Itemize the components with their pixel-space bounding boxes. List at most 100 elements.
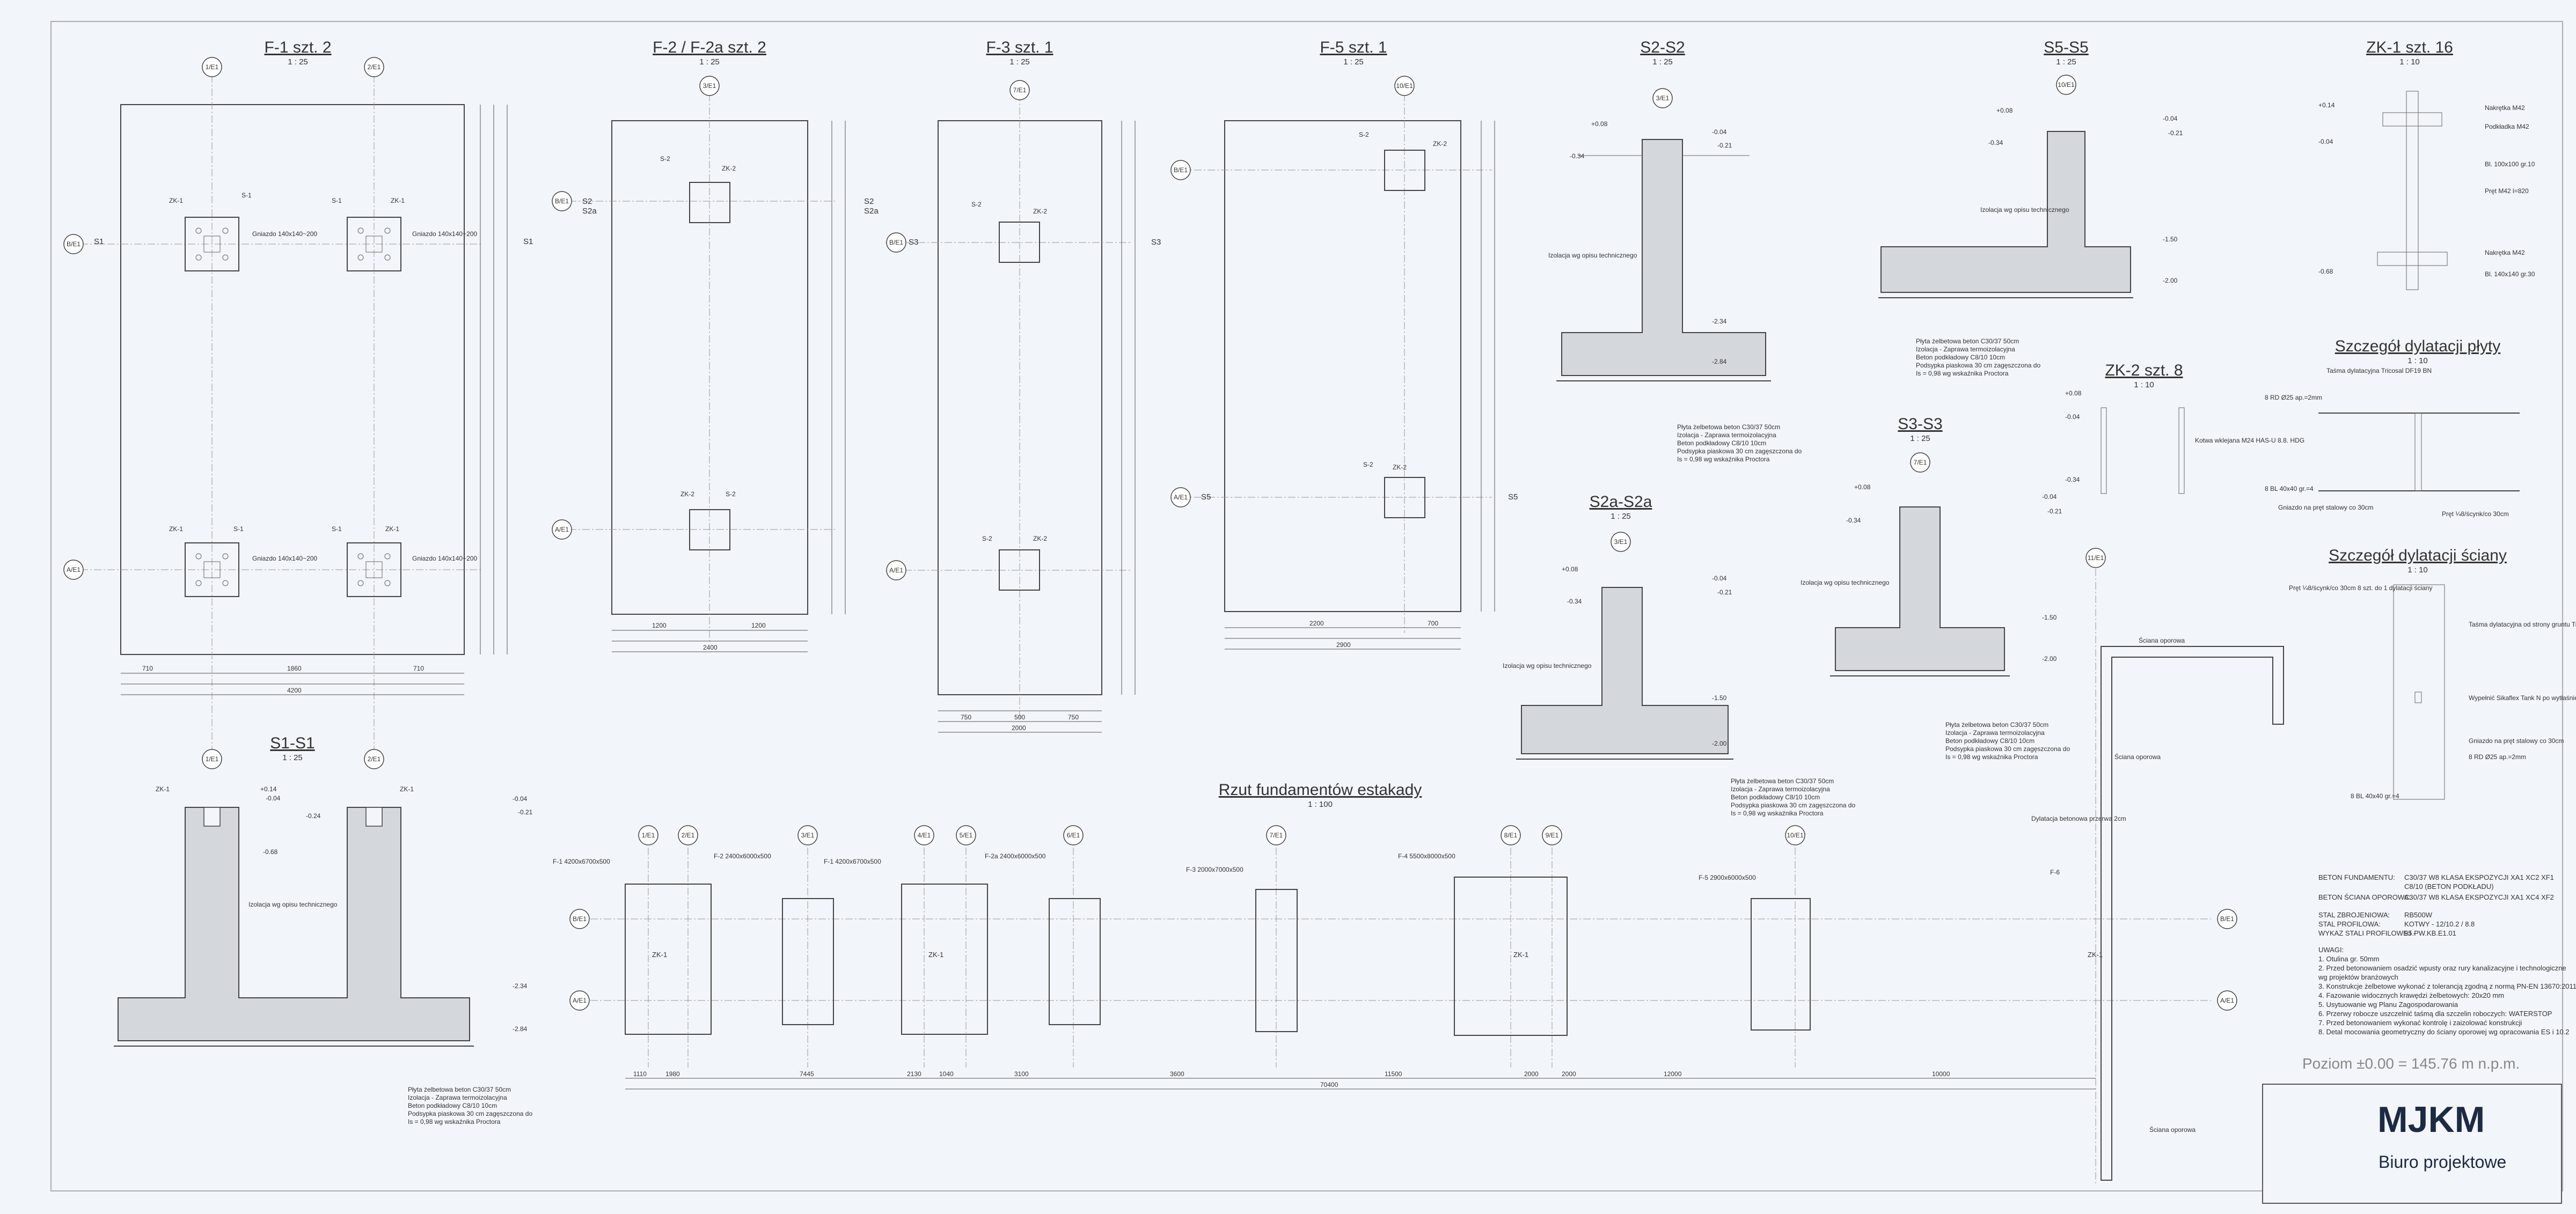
axis-label: 3/E1 xyxy=(1656,94,1670,102)
view-f5: F-5 szt. 1 1 : 25 10/E1 B/E1 A/E1 S-2 ZK… xyxy=(1170,39,1518,650)
label-s2: S-2 xyxy=(1363,461,1373,468)
dim-text: 2900 xyxy=(1336,641,1351,649)
wall-label: Ściana oporowa xyxy=(2149,1125,2196,1134)
axis-label: 10/E1 xyxy=(1396,82,1413,90)
det-note: 8 BL 40x40 gr.=4 xyxy=(2265,485,2314,492)
plan-label: ZK-1 xyxy=(2088,951,2103,959)
axis-label: B/E1 xyxy=(889,239,903,246)
scale-s3: 1 : 25 xyxy=(1910,434,1930,443)
dim-text: 12000 xyxy=(1664,1070,1682,1078)
section-mark-s2a: S2a xyxy=(864,207,879,216)
anchor-plate xyxy=(2382,112,2442,127)
det-note: Pręt ¼8/ścynk/co 30cm 8 szt. do 1 dylata… xyxy=(2289,584,2432,592)
dim-text: 3600 xyxy=(1170,1070,1184,1078)
anchor-detail-zk1: ZK-1 szt. 16 1 : 10 +0.14 -0.04 -0.68 Na… xyxy=(2318,39,2535,290)
label-plate2: Bl. 140x140 gr.30 xyxy=(2485,270,2535,278)
svg-text:Is = 0,98 wg wskaźnika Proctor: Is = 0,98 wg wskaźnika Proctora xyxy=(408,1118,501,1125)
level: -0.34 xyxy=(1567,598,1582,605)
title-det-plate: Szczegół dylatacji płyty xyxy=(2335,337,2500,355)
title-s1: S1-S1 xyxy=(270,734,314,752)
dim-text: 1110 xyxy=(633,1070,647,1078)
title-zk1: ZK-1 szt. 16 xyxy=(2366,39,2453,56)
dim-text: 710 xyxy=(413,665,424,672)
level: -2.34 xyxy=(513,982,528,990)
svg-text:Płyta żelbetowa beton C30/37 5: Płyta żelbetowa beton C30/37 50cm xyxy=(408,1086,511,1093)
axis-label: A/E1 xyxy=(2220,997,2234,1004)
label-nut2: Nakrętka M42 xyxy=(2485,249,2525,256)
svg-text:Izolacja - Zaprawa termoizolac: Izolacja - Zaprawa termoizolacyjna xyxy=(408,1094,507,1101)
level: -1.50 xyxy=(2163,236,2178,243)
plan-label: F-4 5500x8000x500 xyxy=(1398,852,1455,860)
axis-bubble xyxy=(202,57,222,77)
level: -2.00 xyxy=(1712,740,1727,747)
socket xyxy=(689,182,730,223)
level: +0.08 xyxy=(2065,389,2082,397)
level: -0.21 xyxy=(2168,129,2183,137)
section-s3: S3-S3 1 : 25 7/E1 +0.08 -0.04 -0.21 -0.3… xyxy=(1801,415,2070,761)
title-f3: F-3 szt. 1 xyxy=(986,39,1053,56)
joint xyxy=(2414,691,2422,703)
section-mark-s5: S5 xyxy=(1201,492,1211,502)
label-s1: S-1 xyxy=(332,197,342,204)
insulation-note: Izolacja wg opisu technicznego xyxy=(1503,662,1592,669)
dim-text: 2200 xyxy=(1309,620,1324,627)
dim-text: 750 xyxy=(1068,713,1079,721)
footing-section xyxy=(118,807,470,1041)
plan-label: F-2 2400x6000x500 xyxy=(714,852,771,860)
section-mark-s3: S3 xyxy=(909,238,918,247)
axis-bubble xyxy=(1170,487,1191,507)
footing-section xyxy=(1521,587,1729,754)
dim-text: 4200 xyxy=(287,687,302,694)
level: -0.04 xyxy=(513,795,528,803)
svg-text:95.PW.KB.E1.01: 95.PW.KB.E1.01 xyxy=(2404,929,2456,937)
title-block xyxy=(2262,1084,2562,1204)
dim-text: 10000 xyxy=(1932,1070,1950,1078)
plan-label: ZK-1 xyxy=(928,951,943,959)
plan-footing-f1b xyxy=(901,884,988,1035)
axis-bubble xyxy=(569,990,590,1011)
scale-det-wall: 1 : 10 xyxy=(2407,565,2428,575)
foundation-plan: Rzut fundamentów estakady 1 : 100 B/E1 A… xyxy=(553,548,2284,1186)
section-mark-s3: S3 xyxy=(1151,238,1161,247)
axis-label: A/E1 xyxy=(67,566,80,573)
label-zk2: ZK-2 xyxy=(680,490,694,498)
axis-bubble xyxy=(1009,80,1030,100)
scale-zk2: 1 : 10 xyxy=(2134,380,2154,389)
dimension-chain xyxy=(1225,121,1495,650)
anchor-group xyxy=(195,227,391,586)
label-s1: S-1 xyxy=(332,525,342,533)
svg-text:Izolacja - Zaprawa termoizolac: Izolacja - Zaprawa termoizolacyjna xyxy=(1945,729,2045,737)
section-mark-s2: S2 xyxy=(864,197,874,206)
plan-dimension-chain xyxy=(625,1078,2096,1090)
level: +0.08 xyxy=(1996,107,2013,114)
anchor-detail-zk2: ZK-2 szt. 8 1 : 10 +0.08 -0.04 -0.34 Kot… xyxy=(2065,362,2304,494)
label-s1: S-1 xyxy=(233,525,244,533)
axis-label: B/E1 xyxy=(573,915,587,923)
axis-bubble xyxy=(886,560,906,580)
level: -0.04 xyxy=(2042,493,2057,501)
dimension-chain xyxy=(121,105,508,695)
title-zk2: ZK-2 szt. 8 xyxy=(2105,362,2183,379)
plan-label: ZK-1 xyxy=(1513,951,1528,959)
label-s2: S-2 xyxy=(726,490,736,498)
dim-text: 3100 xyxy=(1014,1070,1029,1078)
layer-note: Płyta żelbetowa beton C30/37 50cm Izolac… xyxy=(1677,423,1802,463)
wall-label: Ściana oporowa xyxy=(2139,636,2185,644)
svg-text:Podsypka piaskowa 30 cm zagęsz: Podsypka piaskowa 30 cm zagęszczona do xyxy=(1677,447,1802,455)
scale-s1: 1 : 25 xyxy=(282,753,303,762)
socket xyxy=(1384,150,1425,191)
svg-text:10/E1: 10/E1 xyxy=(1787,832,1804,839)
scale-det-plate: 1 : 10 xyxy=(2407,356,2428,365)
level: -0.21 xyxy=(1717,142,1732,149)
svg-text:Beton podkładowy C8/10 10cm: Beton podkładowy C8/10 10cm xyxy=(408,1102,497,1109)
svg-text:STAL PROFILOWA:: STAL PROFILOWA: xyxy=(2318,920,2381,928)
plan-label: F-2a 2400x6000x500 xyxy=(985,852,1046,860)
axis-label: 1/E1 xyxy=(206,63,219,71)
level: -0.04 xyxy=(2065,413,2080,421)
label-plate: Bl. 100x100 gr.10 xyxy=(2485,160,2535,168)
axis-label: 2/E1 xyxy=(368,755,381,763)
det-note: Gniazdo na pręt stalowy co 30cm xyxy=(2469,737,2564,745)
svg-text:Beton podkładowy C8/10 10cm: Beton podkładowy C8/10 10cm xyxy=(1731,793,1820,801)
level: +0.14 xyxy=(2318,101,2335,109)
label-zk2: ZK-2 xyxy=(1433,140,1447,148)
